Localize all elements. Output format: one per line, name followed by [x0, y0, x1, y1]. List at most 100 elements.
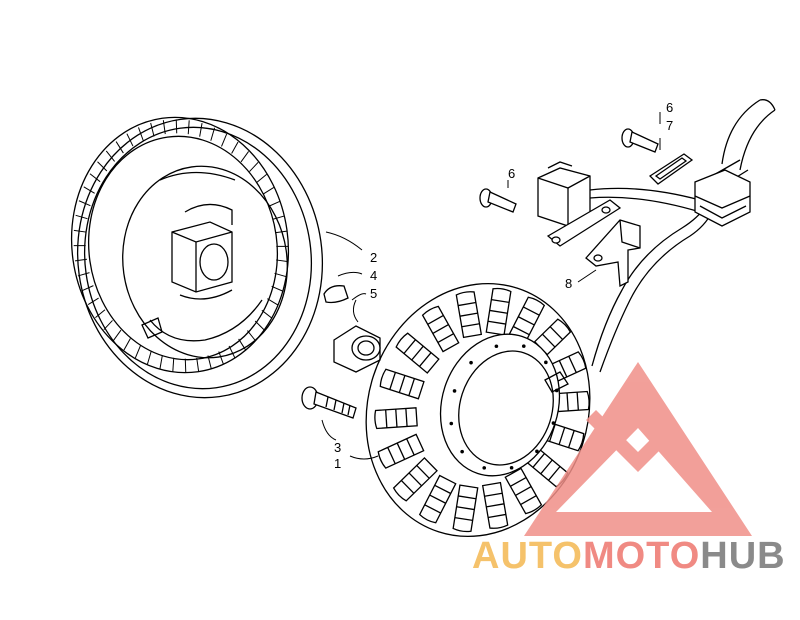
callout-6-left: 6 [508, 166, 515, 181]
bolt-hole [460, 449, 464, 454]
bolt-hole [544, 360, 548, 365]
winding-line [558, 427, 566, 445]
winding-line [406, 438, 415, 456]
gear-tooth [126, 133, 134, 147]
winding-line [408, 472, 423, 487]
winding-line [416, 464, 430, 479]
gear-tooth [275, 230, 288, 234]
gear-tooth [134, 345, 141, 359]
gear-tooth [146, 351, 152, 365]
callout-numbers: 2 4 5 3 1 6 7 6 8 [334, 100, 673, 471]
winding-line [395, 409, 398, 428]
gear-tooth [199, 123, 203, 137]
winding-line [432, 324, 449, 334]
winding-line [387, 447, 396, 465]
winding-line [458, 301, 476, 307]
winding-line [403, 339, 416, 354]
watermark-auto: AUTO [472, 535, 583, 577]
winding-line [459, 312, 478, 317]
screw-upper [621, 128, 659, 153]
winding-line [434, 484, 452, 495]
gear-tooth [268, 200, 280, 207]
callout-5: 5 [370, 286, 377, 301]
gear-tooth [218, 351, 224, 365]
winding-line [405, 408, 408, 427]
voltage-regulator-connector [537, 161, 591, 227]
gear-tooth [159, 355, 163, 369]
winding-line [456, 506, 475, 511]
watermark-text: AUTOMOTOHUB [472, 535, 786, 577]
callout-2: 2 [370, 250, 377, 265]
gear-tooth [187, 120, 190, 135]
stator-bolt-holes [449, 344, 559, 470]
gear-tooth [254, 320, 265, 331]
gear-tooth [228, 345, 236, 359]
bolt-hole [551, 421, 556, 425]
bolt-hole [482, 466, 487, 470]
screw-left [479, 188, 517, 213]
winding-line [566, 392, 569, 411]
gear-tooth [196, 357, 200, 372]
callout-1: 1 [334, 456, 341, 471]
gear-tooth [123, 338, 131, 351]
gear-tooth [256, 173, 267, 183]
callout-3: 3 [334, 440, 341, 455]
gear-tooth [97, 161, 108, 172]
gear-tooth [75, 214, 88, 220]
gear-tooth [83, 186, 95, 194]
wiring-harness [589, 99, 776, 373]
winding-line [517, 316, 535, 326]
bolt-hole [535, 449, 539, 454]
callout-7: 7 [666, 118, 673, 133]
svg-text:AUTOMOTOHUB: AUTOMOTOHUB [472, 535, 786, 577]
gear-tooth [89, 173, 101, 183]
winding-line [437, 333, 454, 344]
gear-tooth [73, 229, 86, 233]
gear-tooth [113, 329, 122, 341]
gear-tooth [267, 298, 279, 306]
winding-line [522, 306, 540, 316]
stator-poles [374, 287, 590, 533]
winding-line [400, 480, 415, 494]
bolt-hole [452, 389, 457, 393]
winding-line [540, 459, 553, 475]
winding-line [461, 323, 480, 328]
gear-tooth [231, 141, 239, 154]
callout-6-upper: 6 [666, 100, 673, 115]
winding-line [568, 355, 577, 373]
bolt-hole [494, 344, 499, 349]
winding-line [548, 466, 561, 481]
gear-tooth [115, 141, 124, 154]
gear-tooth [78, 200, 91, 207]
leader-lines [321, 112, 661, 460]
winding-line [515, 486, 532, 496]
bolt-hole [509, 465, 514, 470]
winding-line [558, 360, 568, 378]
bracket [585, 219, 641, 288]
gear-tooth [103, 320, 113, 331]
callout-8: 8 [565, 276, 572, 291]
gear-tooth [221, 133, 228, 147]
gear-tooth [95, 309, 106, 319]
gear-tooth [246, 330, 257, 342]
winding-line [510, 476, 527, 487]
gear-tooth [82, 285, 94, 292]
winding-line [408, 378, 416, 396]
callout-4: 4 [370, 268, 377, 283]
winding-line [385, 409, 388, 428]
gear-tooth [172, 357, 175, 372]
gear-tooth [271, 285, 284, 292]
winding-line [411, 345, 424, 361]
bolt-hole [521, 344, 526, 348]
bolt-hole [449, 421, 454, 426]
winding-line [512, 325, 530, 336]
winding-line [458, 495, 477, 500]
gear-tooth [74, 258, 87, 262]
winding-line [487, 320, 506, 325]
gear-tooth [77, 272, 90, 277]
gear-tooth [274, 272, 287, 278]
gear-tooth [138, 127, 144, 141]
gear-tooth [105, 150, 116, 162]
winding-line [489, 309, 508, 314]
gear-tooth [150, 122, 155, 137]
